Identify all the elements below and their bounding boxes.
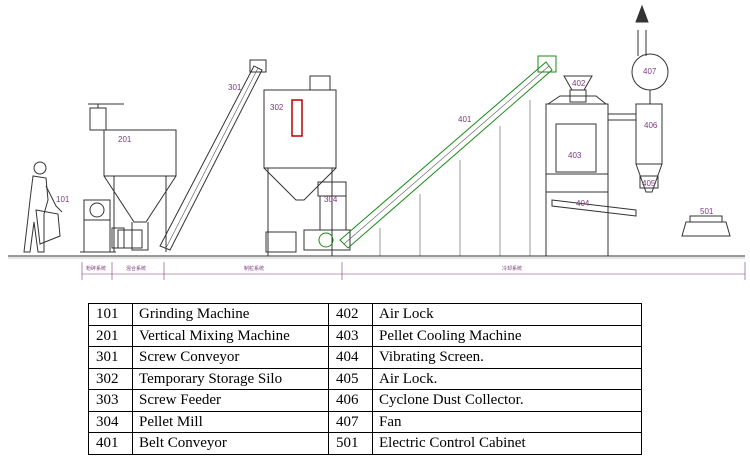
fan [631, 4, 669, 104]
electric-control-cabinet [681, 215, 731, 237]
legend-right-code: 407 [328, 410, 373, 433]
legend-left-name: Vertical Mixing Machine [132, 324, 329, 347]
legend-right-code: 404 [328, 346, 373, 369]
legend-right-name: Fan [372, 410, 642, 433]
production-line-drawing: 101 201 301 302 304 401 402 403 404 405 … [8, 4, 746, 280]
temporary-storage-silo [263, 75, 337, 256]
label-201: 201 [118, 135, 132, 144]
legend-left-code: 301 [88, 346, 133, 369]
legend-left-name: Screw Conveyor [132, 346, 329, 369]
legend-right-code: 403 [328, 324, 373, 347]
legend-left-name: Screw Feeder [132, 389, 329, 412]
legend-left-name: Grinding Machine [132, 303, 329, 326]
label-101: 101 [56, 195, 70, 204]
worker-figure [23, 161, 63, 253]
legend-left-code: 201 [88, 324, 133, 347]
legend-left-name: Belt Conveyor [132, 432, 329, 455]
label-406: 406 [644, 121, 658, 130]
legend-left-code: 303 [88, 389, 133, 412]
section-dimension-line [81, 262, 746, 280]
label-402: 402 [572, 79, 586, 88]
label-501: 501 [700, 207, 714, 216]
legend-right-name: Cyclone Dust Collector. [372, 389, 642, 412]
legend-right-name: Vibrating Screen. [372, 346, 642, 369]
grinding-machine [80, 199, 125, 253]
cyclone-dust-collector [608, 103, 663, 193]
label-301: 301 [228, 83, 242, 92]
belt-conveyor [339, 55, 557, 256]
legend-right-code: 501 [328, 432, 373, 455]
label-407: 407 [643, 67, 657, 76]
vertical-mixing-machine [88, 103, 177, 252]
legend-right-code: 405 [328, 367, 373, 390]
section-label-grinding: 粉碎系统 [86, 265, 106, 272]
label-405: 405 [642, 179, 656, 188]
label-302: 302 [270, 103, 284, 112]
legend-right-name: Air Lock. [372, 367, 642, 390]
label-404: 404 [576, 199, 590, 208]
legend-right-name: Air Lock [372, 303, 642, 326]
legend-right-name: Electric Control Cabinet [372, 432, 642, 455]
label-403: 403 [568, 151, 582, 160]
legend-right-code: 406 [328, 389, 373, 412]
label-304: 304 [324, 195, 338, 204]
legend-left-name: Pellet Mill [132, 410, 329, 433]
legend-right-code: 402 [328, 303, 373, 326]
screw-conveyor [159, 59, 267, 251]
pellet-mill [265, 181, 351, 253]
legend-left-code: 101 [88, 303, 133, 326]
section-label-mixing: 混合系统 [126, 265, 146, 272]
legend-left-code: 302 [88, 367, 133, 390]
label-401: 401 [458, 115, 472, 124]
section-label-cooling: 冷却系统 [502, 265, 522, 272]
legend-left-code: 304 [88, 410, 133, 433]
vibrating-screen [545, 173, 637, 256]
section-label-pelleting: 制粒系统 [244, 265, 264, 272]
legend-left-name: Temporary Storage Silo [132, 367, 329, 390]
legend-left-code: 401 [88, 432, 133, 455]
legend-right-name: Pellet Cooling Machine [372, 324, 642, 347]
